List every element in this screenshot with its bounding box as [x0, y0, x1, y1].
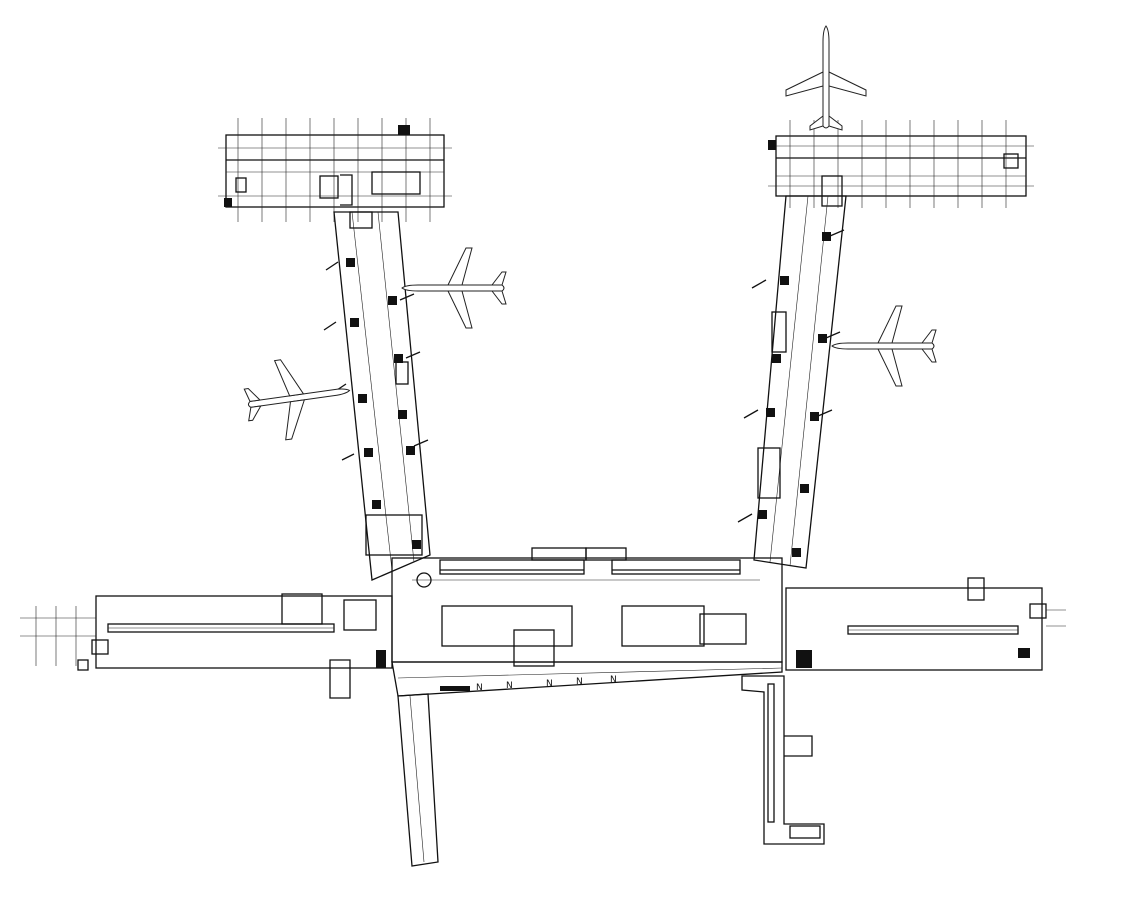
- svg-text:N: N: [576, 677, 583, 687]
- svg-text:N: N: [476, 683, 483, 693]
- airplane-icon: [401, 247, 507, 329]
- airplane-icon: [831, 305, 937, 387]
- svg-text:N: N: [546, 679, 553, 689]
- west-wing: [20, 593, 393, 699]
- svg-text:N: N: [610, 675, 617, 685]
- airplane-icon: [240, 350, 356, 446]
- northeast-pier-head: [768, 120, 1034, 208]
- west-concourse: [323, 211, 431, 581]
- southwest-ramp: [397, 693, 439, 867]
- central-terminal: N N N N N: [391, 547, 783, 697]
- svg-text:N: N: [506, 681, 513, 691]
- east-concourse: [737, 195, 847, 569]
- northwest-pier-head: [218, 118, 452, 222]
- airplane-icon: [785, 25, 867, 131]
- east-wing: [785, 577, 1066, 671]
- south-annex: [741, 675, 825, 845]
